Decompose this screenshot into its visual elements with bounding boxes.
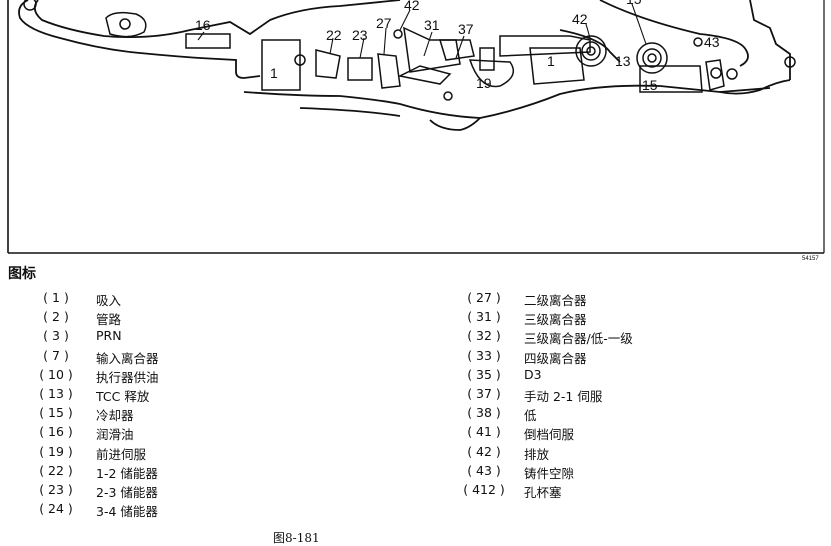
figure-caption: 图8-181 <box>273 531 320 545</box>
legend-number: ( 19 ) <box>39 443 73 459</box>
legend-number: ( 32 ) <box>467 328 501 344</box>
callout-16: 16 <box>195 17 211 33</box>
legend-text: TCC 释放 <box>96 388 150 404</box>
legend-number: ( 3 ) <box>43 328 69 344</box>
callout-13: 13 <box>615 53 631 69</box>
legend-text: 二级离合器 <box>524 293 587 308</box>
callout-1-left: 1 <box>270 65 278 81</box>
figure-code: 54157 <box>802 256 819 260</box>
legend-number: ( 412 ) <box>463 481 505 497</box>
callout-42-top: 42 <box>404 0 420 13</box>
legend-number: ( 7 ) <box>43 347 69 363</box>
legend-number: ( 42 ) <box>467 443 501 459</box>
legend-title: 图标 <box>8 266 36 282</box>
legend-text: 冷却器 <box>96 408 134 424</box>
legend-text: 前进伺服 <box>96 446 147 462</box>
callout-1-right: 1 <box>547 53 555 69</box>
callout-27: 27 <box>376 15 392 31</box>
legend-number: ( 35 ) <box>467 366 501 382</box>
legend-number: ( 38 ) <box>467 405 501 421</box>
legend-text: 铸件空隙 <box>524 465 575 481</box>
legend-text: 2-3 储能器 <box>96 484 158 500</box>
legend-number: ( 24 ) <box>39 501 73 517</box>
legend-text: 三级离合器/低-一级 <box>524 331 633 347</box>
legend-number: ( 33 ) <box>467 347 501 363</box>
callout-42-right: 42 <box>572 11 588 27</box>
legend-text: 孔杯塞 <box>524 484 562 500</box>
passage-walls <box>105 11 725 93</box>
legend-text: 排放 <box>524 446 550 462</box>
legend-number: ( 13 ) <box>39 385 73 401</box>
legend-text: 三级离合器 <box>524 312 587 328</box>
legend-text: 管路 <box>96 312 122 328</box>
callout-19: 19 <box>476 75 492 91</box>
callout-23: 23 <box>352 27 368 43</box>
legend-text: 手动 2-1 伺服 <box>524 388 603 404</box>
legend-number: ( 37 ) <box>467 385 501 401</box>
legend-text: D3 <box>524 366 542 382</box>
legend-number: ( 43 ) <box>467 462 501 478</box>
legend-text: 3-4 储能器 <box>96 504 158 520</box>
legend-text: 低 <box>524 408 537 424</box>
legend-text: 1-2 储能器 <box>96 465 158 481</box>
legend-text: 执行器供油 <box>96 369 159 385</box>
callout-31: 31 <box>424 17 440 33</box>
legend-text: 输入离合器 <box>96 350 159 366</box>
legend-number: ( 16 ) <box>39 424 73 440</box>
legend-number: ( 1 ) <box>43 290 69 305</box>
legend-text: PRN <box>96 328 122 344</box>
legend-text: 四级离合器 <box>524 350 587 366</box>
legend-number: ( 22 ) <box>39 462 73 478</box>
legend-text: 润滑油 <box>96 427 134 443</box>
callout-37: 37 <box>458 21 474 37</box>
valve-body-diagram: 16 22 23 27 42 31 37 42 15 43 1 19 1 13 … <box>7 0 825 260</box>
legend-number: ( 15 ) <box>39 405 73 421</box>
legend-text: 倒档伺服 <box>524 427 575 443</box>
callout-22: 22 <box>326 27 342 43</box>
callout-15-bottom: 15 <box>642 77 658 93</box>
bolt-holes <box>23 0 796 101</box>
legend-number: ( 41 ) <box>467 424 501 440</box>
legend-text: 吸入 <box>96 293 122 308</box>
legend-number: ( 10 ) <box>39 366 73 382</box>
legend-number: ( 23 ) <box>39 481 73 497</box>
legend-number: ( 2 ) <box>43 309 69 325</box>
callout-15-top: 15 <box>626 0 642 7</box>
callout-labels: 16 22 23 27 42 31 37 42 15 43 1 19 1 13 … <box>195 0 819 260</box>
casting-outline <box>18 0 791 131</box>
callout-43: 43 <box>704 34 720 50</box>
diagram-frame <box>7 0 825 254</box>
leader-lines <box>197 3 647 59</box>
legend-number: ( 31 ) <box>467 309 501 325</box>
legend-number: ( 27 ) <box>467 290 501 305</box>
